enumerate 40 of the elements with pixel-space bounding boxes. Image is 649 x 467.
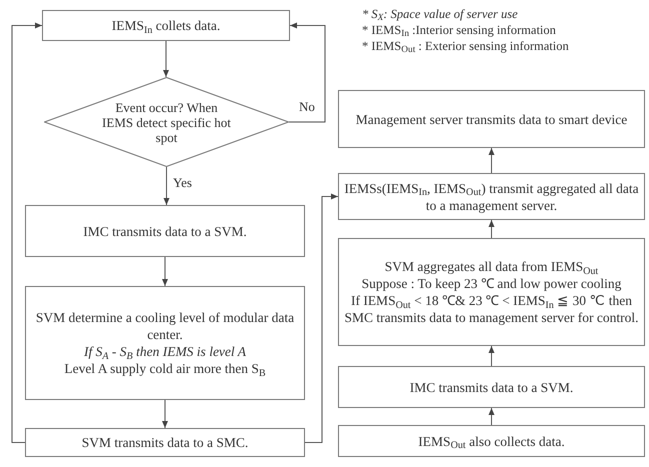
process-box: [42, 10, 290, 41]
process-box: [338, 90, 645, 148]
node-text: If IEMS$_{Out}$ < 18 ℃& 23 ℃ < IEMS$_{In}$ ≦ 30 ℃ then SMC transmits data to management server for control.: [344, 292, 640, 326]
node-text: If S$_{A}$ - S$_{B}$ then IEMS is level A: [82, 343, 248, 360]
arrow: [162, 256, 168, 286]
process-box: [338, 366, 645, 408]
node-text: IMC transmits data to a SVM.: [82, 222, 248, 240]
node-text: SVM aggregates all data from IEMS$_{Out}$: [384, 258, 600, 275]
decision-diamond: [44, 77, 289, 167]
arrow: [304, 194, 338, 443]
arrow: [488, 346, 494, 366]
process-box: [338, 238, 645, 346]
note-text: * IEMS$_{In}$ :Interior sensing information: [362, 22, 557, 38]
node-text: SVM determine a cooling level of modular data center.: [34, 309, 296, 343]
edge-label: No: [298, 100, 316, 113]
arrow: [288, 22, 326, 122]
node-text: IEMSs(IEMS$_{In}$, IEMS$_{Out}$) transmit aggregated all data to a management server.: [343, 180, 640, 214]
arrow: [162, 400, 168, 428]
arrow: [488, 148, 494, 174]
node-text: IEMS$_{Out}$ also collects data.: [417, 432, 566, 450]
node-text: Suppose : To keep 23 ℃ and low power cooling: [360, 275, 622, 292]
node-text: SVM transmits data to a SMC.: [80, 434, 250, 451]
edge-label: Yes: [172, 176, 193, 189]
arrow: [488, 408, 494, 426]
process-box: [25, 286, 305, 400]
node-text: IMC transmits data to a SVM.: [408, 378, 574, 396]
node-text: IEMS$_{In}$ collets data.: [110, 17, 222, 34]
arrow: [488, 220, 494, 238]
arrow: [12, 22, 42, 443]
process-box: [25, 428, 305, 457]
process-box: [338, 425, 645, 457]
node-text: Management server transmits data to smart device: [354, 110, 628, 128]
node-text: Event occur? When IEMS detect specific hot spot: [101, 100, 232, 144]
node-text: Level A supply cold air more then S$_{B}$: [63, 360, 267, 377]
process-box: [25, 205, 305, 257]
note-text: * S$_{X}$: Space value of server use: [362, 6, 519, 22]
note-text: * IEMS$_{Out}$ : Exterior sensing information: [362, 38, 569, 54]
process-box: [338, 173, 645, 220]
arrow: [164, 166, 170, 206]
arrow: [163, 40, 169, 78]
